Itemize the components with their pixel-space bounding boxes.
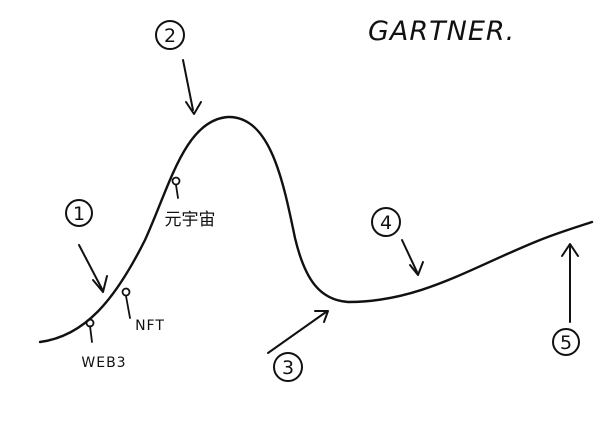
marker-1-circle xyxy=(65,199,93,227)
marker-3-number: 3 xyxy=(282,357,294,379)
marker-1-number: 1 xyxy=(73,203,85,225)
marker-4: 4 xyxy=(371,207,424,276)
hype-cycle-curve xyxy=(38,115,594,344)
pin-nft-label: NFT xyxy=(135,318,165,334)
marker-2: 2 xyxy=(155,20,202,115)
pin-metaverse: 元宇宙 xyxy=(165,176,216,230)
marker-3-arrow xyxy=(267,311,327,354)
marker-4-circle xyxy=(371,207,401,237)
marker-2-arrow xyxy=(182,59,194,111)
pin-nft-stem xyxy=(125,295,131,319)
marker-3-arrowhead xyxy=(314,310,329,323)
pin-web3-label: WEB3 xyxy=(81,355,126,371)
pin-nft-head xyxy=(121,287,131,297)
marker-2-number: 2 xyxy=(164,25,176,47)
sketch-title: GARTNER. xyxy=(368,16,515,47)
pin-web3: WEB3 xyxy=(81,318,126,371)
marker-4-arrow xyxy=(401,239,418,273)
pin-nft: NFT xyxy=(121,287,165,334)
marker-1-arrow xyxy=(78,244,103,290)
marker-1-arrowhead xyxy=(92,275,108,293)
marker-5-arrowhead xyxy=(561,243,579,257)
marker-2-circle xyxy=(155,20,185,50)
pin-web3-head xyxy=(85,318,95,328)
pin-metaverse-label: 元宇宙 xyxy=(165,210,216,230)
marker-5: 5 xyxy=(552,243,580,356)
marker-3: 3 xyxy=(267,310,329,382)
marker-4-number: 4 xyxy=(380,212,392,234)
marker-2-arrowhead xyxy=(185,101,202,115)
marker-5-number: 5 xyxy=(560,332,572,354)
marker-3-circle xyxy=(273,352,303,382)
marker-1: 1 xyxy=(65,199,108,293)
marker-5-circle xyxy=(552,328,580,356)
pin-metaverse-stem xyxy=(175,184,179,199)
pin-metaverse-head xyxy=(171,176,181,186)
pin-web3-stem xyxy=(89,325,93,343)
marker-4-arrowhead xyxy=(409,261,424,276)
